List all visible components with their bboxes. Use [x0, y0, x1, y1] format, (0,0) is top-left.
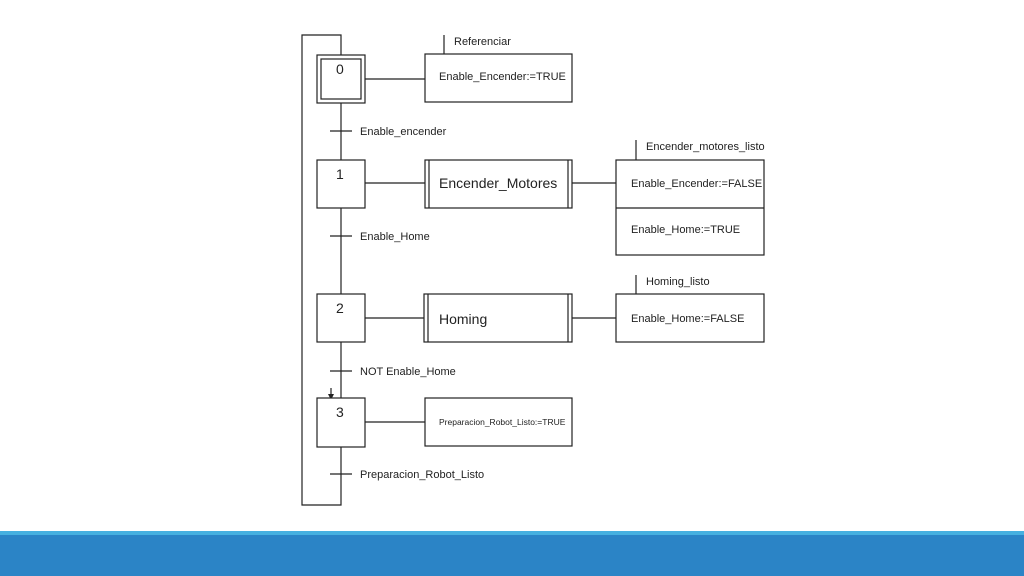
action-step0-qualifier: Referenciar — [454, 36, 511, 48]
action-step1-qualifier: Encender_motores_listo — [646, 141, 765, 153]
step-2-number: 2 — [336, 300, 344, 316]
step-0[interactable]: 0 — [316, 54, 366, 104]
macro-step-encender-motores[interactable]: Encender_Motores — [424, 159, 573, 209]
action-step3-line-0: Preparacion_Robot_Listo:=TRUE — [439, 417, 566, 427]
footer-bar — [0, 535, 1024, 576]
step-1[interactable]: 1 — [316, 159, 366, 209]
action-block-step3: Preparacion_Robot_Listo:=TRUE — [424, 397, 573, 447]
transition-label-2: NOT Enable_Home — [360, 366, 456, 378]
macro-step-homing[interactable]: Homing — [423, 293, 573, 343]
action-step0-line-0: Enable_Encender:=TRUE — [439, 71, 566, 83]
return-loop-line — [301, 34, 342, 506]
action-step1-line-0: Enable_Encender:=FALSE — [631, 178, 762, 190]
transition-label-0: Enable_encender — [360, 126, 447, 138]
arrow-down-icon — [328, 394, 334, 400]
step-1-number: 1 — [336, 166, 344, 182]
action-block-step1: Encender_motores_listo Enable_Encender:=… — [615, 140, 765, 256]
action-step2-line-0: Enable_Home:=FALSE — [631, 313, 744, 325]
step-0-number: 0 — [336, 61, 344, 77]
action-step1-line-1: Enable_Home:=TRUE — [631, 224, 740, 236]
action-block-step0: Referenciar Enable_Encender:=TRUE — [424, 35, 573, 103]
action-block-step2: Homing_listo Enable_Home:=FALSE — [615, 275, 765, 343]
step-3[interactable]: 3 — [316, 397, 366, 448]
action-step2-qualifier: Homing_listo — [646, 276, 710, 288]
transition-label-3: Preparacion_Robot_Listo — [360, 469, 484, 481]
step-3-number: 3 — [336, 404, 344, 420]
macro-step-label-1: Homing — [439, 311, 487, 327]
transition-label-1: Enable_Home — [360, 231, 430, 243]
macro-step-label-0: Encender_Motores — [439, 175, 557, 191]
step-2[interactable]: 2 — [316, 293, 366, 343]
footer-accent-line — [0, 531, 1024, 535]
